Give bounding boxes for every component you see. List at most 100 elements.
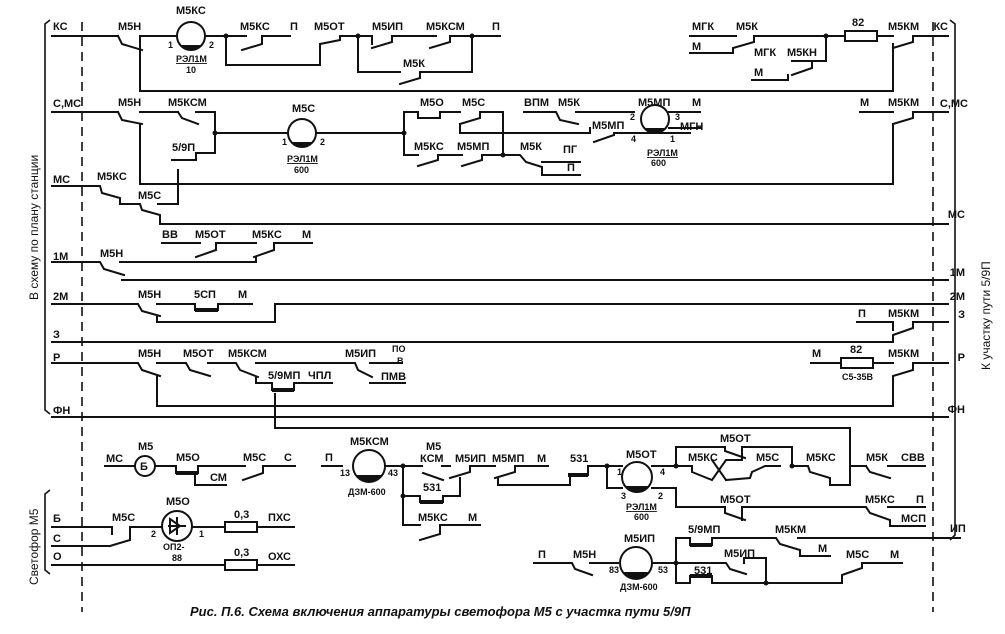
svg-text:РЭЛ1М: РЭЛ1М — [647, 148, 678, 158]
svg-text:М5С: М5С — [112, 512, 135, 524]
svg-text:М5К: М5К — [403, 58, 425, 70]
svg-text:4: 4 — [660, 467, 665, 477]
svg-text:М: М — [302, 229, 311, 241]
svg-text:М5О: М5О — [166, 496, 190, 508]
signal-bracket — [44, 489, 51, 575]
resistor-82 — [844, 30, 878, 42]
svg-text:М5Н: М5Н — [138, 289, 161, 301]
svg-text:М5КСМ: М5КСМ — [350, 436, 389, 448]
svg-text:П: П — [916, 494, 924, 506]
svg-text:М5ИП: М5ИП — [455, 453, 486, 465]
svg-text:М: М — [692, 41, 701, 53]
svg-text:ФН: ФН — [948, 404, 965, 416]
svg-text:43: 43 — [388, 468, 398, 478]
svg-text:М5МП: М5МП — [638, 97, 670, 109]
left-bracket — [44, 19, 51, 415]
svg-text:М5С: М5С — [846, 549, 869, 561]
svg-text:3: 3 — [675, 112, 680, 122]
svg-text:М5МП: М5МП — [592, 120, 624, 132]
svg-text:М5: М5 — [138, 441, 153, 453]
svg-text:М5Н: М5Н — [138, 348, 161, 360]
svg-text:531: 531 — [423, 482, 441, 494]
svg-text:ОХС: ОХС — [268, 551, 291, 563]
svg-text:П: П — [858, 308, 866, 320]
svg-text:М5КС: М5КС — [176, 5, 206, 17]
side-label-left: В схему по плану станции — [27, 155, 41, 300]
svg-text:М5КМ: М5КМ — [888, 308, 919, 320]
svg-text:М5КСМ: М5КСМ — [228, 348, 267, 360]
svg-text:С: С — [53, 533, 61, 545]
svg-text:2: 2 — [151, 529, 156, 539]
svg-text:В: В — [397, 356, 404, 366]
svg-text:П: П — [325, 452, 333, 464]
svg-text:М: М — [818, 543, 827, 555]
svg-text:82: 82 — [850, 344, 862, 356]
svg-text:З: З — [53, 329, 60, 341]
svg-text:РЭЛ1М: РЭЛ1М — [176, 54, 207, 64]
svg-text:З: З — [958, 309, 965, 321]
svg-text:2: 2 — [658, 491, 663, 501]
svg-text:2: 2 — [209, 40, 214, 50]
svg-text:М5С: М5С — [756, 452, 779, 464]
svg-text:ПГ: ПГ — [563, 144, 578, 156]
svg-text:1М: 1М — [53, 251, 68, 263]
svg-text:ФН: ФН — [53, 405, 70, 417]
svg-text:М: М — [238, 289, 247, 301]
svg-text:РЭЛ1М: РЭЛ1М — [626, 502, 657, 512]
svg-text:0,3: 0,3 — [234, 547, 249, 559]
svg-text:М5О: М5О — [420, 97, 444, 109]
svg-text:531: 531 — [694, 565, 712, 577]
svg-text:М5КМ: М5КМ — [888, 97, 919, 109]
svg-text:М5Н: М5Н — [100, 248, 123, 260]
circuit-m5ot: М5ОТ 1 4 3 2 РЭЛ1М 600 М5ОТ М5КС М5С М5К… — [604, 433, 926, 527]
svg-text:ПМВ: ПМВ — [381, 371, 406, 383]
svg-text:1: 1 — [617, 467, 622, 477]
svg-text:М5МП: М5МП — [492, 453, 524, 465]
svg-text:М: М — [537, 453, 546, 465]
svg-text:М5ИП: М5ИП — [624, 533, 655, 545]
svg-text:П: П — [492, 21, 500, 33]
svg-text:М5КС: М5КС — [97, 171, 127, 183]
svg-text:М5ОТ: М5ОТ — [314, 21, 345, 33]
svg-text:С: С — [284, 452, 292, 464]
svg-text:1: 1 — [168, 40, 173, 50]
bus-labels-right: КС С,МС МС 1М 2М З Р ФН — [933, 21, 968, 416]
svg-text:МСП: МСП — [901, 513, 926, 525]
circuit-r: М5Н М5ОТ М5КСМ М5ИП ПО В ПМВ 5/9МП ЧПЛ М… — [51, 344, 949, 478]
svg-text:М5К: М5К — [558, 97, 580, 109]
svg-text:5СП: 5СП — [194, 289, 216, 301]
svg-text:0,3: 0,3 — [234, 509, 249, 521]
svg-text:С5-35В: С5-35В — [842, 372, 874, 382]
svg-text:МС: МС — [106, 453, 123, 465]
svg-text:СВВ: СВВ — [901, 452, 925, 464]
svg-text:РЭЛ1М: РЭЛ1М — [287, 154, 318, 164]
svg-text:М: М — [890, 549, 899, 561]
svg-text:М5С: М5С — [292, 103, 315, 115]
svg-text:М5ИП: М5ИП — [372, 21, 403, 33]
svg-text:МГК: МГК — [754, 47, 776, 59]
svg-text:МГК: МГК — [692, 21, 714, 33]
svg-text:СМ: СМ — [210, 472, 227, 484]
svg-text:ВПМ: ВПМ — [524, 97, 549, 109]
svg-text:600: 600 — [651, 158, 666, 168]
svg-text:ПО: ПО — [392, 344, 405, 354]
svg-text:1: 1 — [199, 529, 204, 539]
svg-text:М5КС: М5КС — [252, 229, 282, 241]
svg-text:Б: Б — [140, 461, 148, 473]
svg-text:2М: 2М — [950, 291, 965, 303]
svg-text:ДЗМ-600: ДЗМ-600 — [620, 582, 658, 592]
circuit-m5ks: М5Н М5КС 1 2 РЭЛ1М 10 М5КС П М5ОТ М5ИП М… — [51, 5, 949, 92]
svg-text:М5ОТ: М5ОТ — [195, 229, 226, 241]
svg-text:МГН: МГН — [680, 121, 703, 133]
svg-text:ИП: ИП — [950, 523, 966, 535]
svg-text:М5КС: М5КС — [865, 494, 895, 506]
svg-text:ВВ: ВВ — [162, 229, 178, 241]
svg-text:М: М — [468, 512, 477, 524]
svg-text:1: 1 — [282, 137, 287, 147]
svg-text:М5МП: М5МП — [457, 141, 489, 153]
svg-text:600: 600 — [294, 165, 309, 175]
svg-text:М5КСМ: М5КСМ — [426, 21, 465, 33]
svg-text:М5КС: М5КС — [418, 512, 448, 524]
svg-text:М5ОТ: М5ОТ — [720, 433, 751, 445]
side-label-signal: Светофор М5 — [27, 508, 41, 585]
